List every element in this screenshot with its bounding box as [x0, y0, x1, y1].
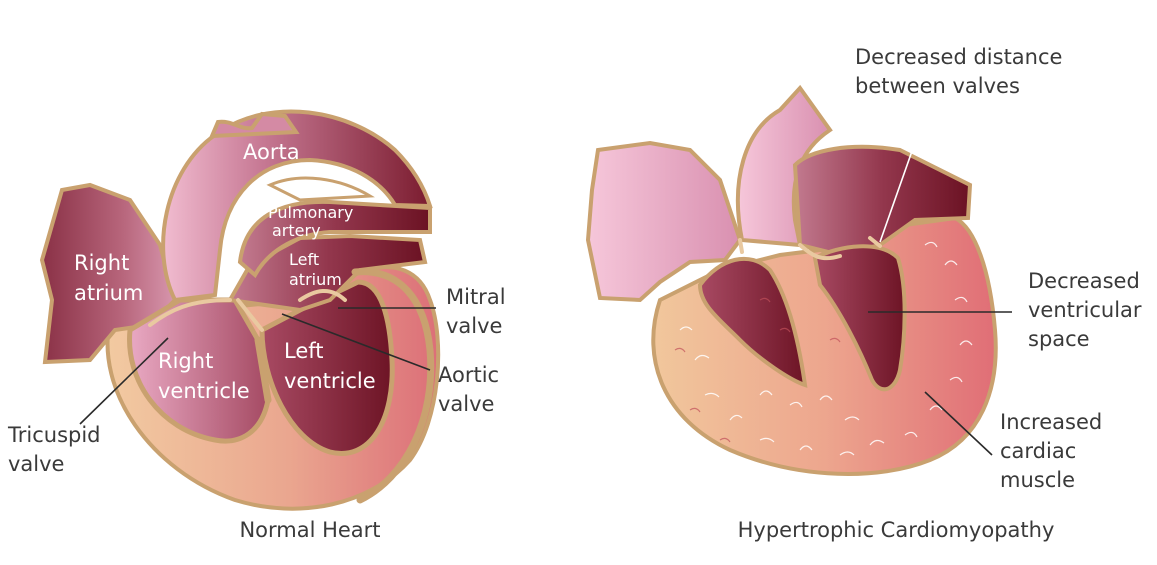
- hcm-left-ventricle-cavity: [812, 244, 907, 392]
- label-valve-distance-line2: between valves: [855, 74, 1020, 98]
- hcm-aorta-shape: [735, 84, 833, 248]
- aorta-shape: [161, 109, 433, 303]
- leader-tricuspid-valve: [79, 337, 169, 425]
- caption-hcm: Hypertrophic Cardiomyopathy: [738, 518, 1055, 542]
- label-cardiac-muscle-line2: cardiac: [1000, 439, 1076, 463]
- arch-gap: [266, 176, 375, 202]
- label-right-ventricle-line1: Right: [158, 349, 213, 373]
- label-right-ventricle-line2: ventricle: [158, 379, 250, 403]
- leader-valve-distance: [879, 99, 931, 243]
- label-valve-distance-line1: Decreased distance: [855, 45, 1062, 69]
- leader-cardiac-muscle: [924, 391, 993, 456]
- leader-aortic-valve: [281, 313, 431, 371]
- hcm-right-ventricle-cavity: [697, 256, 808, 388]
- label-pulmonary-artery-line2: artery: [272, 221, 321, 240]
- label-mitral-valve-line1: Mitral: [446, 285, 506, 309]
- label-cardiac-muscle-line3: muscle: [1000, 468, 1075, 492]
- caption-normal-heart: Normal Heart: [239, 518, 380, 542]
- label-aortic-valve-line1: Aortic: [438, 363, 499, 387]
- hcm-heart-callouts: Decreased distance between valves Decrea…: [855, 45, 1142, 492]
- label-mitral-valve-line2: valve: [446, 314, 502, 338]
- label-tricuspid-valve-line2: valve: [8, 452, 64, 476]
- label-ventricular-space-line2: ventricular: [1028, 298, 1142, 322]
- normal-heart-callouts: Mitral valve Aortic valve Tricuspid valv…: [7, 285, 506, 476]
- label-left-ventricle-line2: ventricle: [284, 369, 376, 393]
- label-left-ventricle-line1: Left: [284, 339, 324, 363]
- label-left-atrium-line2: atrium: [289, 270, 342, 289]
- label-left-atrium-line1: Left: [289, 250, 319, 269]
- normal-heart-labels: Aorta Pulmonary artery Right atrium Left…: [74, 140, 376, 403]
- label-pulmonary-artery-line1: Pulmonary: [268, 203, 353, 222]
- label-ventricular-space-line3: space: [1028, 327, 1090, 351]
- aorta-branches: [208, 111, 300, 139]
- label-aortic-valve-line2: valve: [438, 392, 494, 416]
- hcm-right-atrium-shape: [585, 140, 743, 303]
- hcm-left-atrium-shape: [792, 144, 973, 258]
- label-right-atrium-line1: Right: [74, 251, 129, 275]
- label-right-atrium-line2: atrium: [74, 281, 143, 305]
- label-cardiac-muscle-line1: Increased: [1000, 410, 1102, 434]
- label-tricuspid-valve-line1: Tricuspid: [7, 423, 101, 447]
- muscle-fibers: [674, 241, 973, 456]
- label-ventricular-space-line1: Decreased: [1028, 269, 1140, 293]
- label-aorta: Aorta: [243, 140, 300, 164]
- normal-heart-illustration: [39, 109, 441, 511]
- hcm-heart-illustration: [585, 84, 998, 476]
- left-ventricle-shape: [259, 279, 395, 456]
